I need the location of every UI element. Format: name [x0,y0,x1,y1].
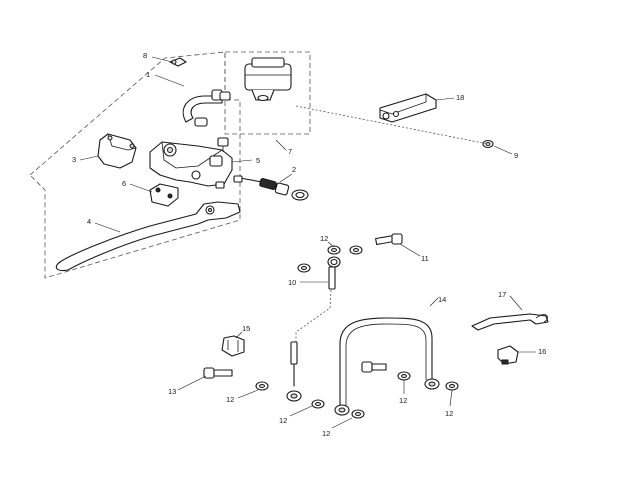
callout-12c: 12 [279,416,287,425]
washer-12-top-right [349,245,363,255]
callout-8: 8 [143,51,147,60]
alignment-line-a [295,105,489,145]
callout-3: 3 [72,155,76,164]
bolt-13 [203,367,233,379]
callout-14: 14 [438,295,446,304]
mount-bracket-18 [379,93,437,123]
bolt-8 [169,57,187,67]
bolt-middle [361,361,387,373]
master-cylinder-body [149,137,233,187]
callout-1: 1 [146,70,150,79]
washer-12-lower-mid [311,399,325,409]
piston-assembly [215,175,309,201]
leader-8 [151,56,173,63]
brake-lever [55,201,241,272]
callout-15: 15 [242,324,250,333]
leader-5 [231,159,253,163]
leader-3 [79,155,99,161]
callout-5: 5 [256,156,260,165]
leader-7 [275,139,287,151]
handlebar-clamp [97,133,137,169]
washer-12-side [297,263,311,273]
brake-line-10 [327,256,341,290]
callout-6: 6 [122,179,126,188]
leader-1 [154,74,185,87]
washer-12-right [445,381,459,391]
washer-12-bottom [351,409,365,419]
clip-16 [497,345,519,365]
nut-9 [482,139,494,149]
leader-12d [331,417,353,429]
callout-17: 17 [498,290,506,299]
bolt-11 [375,233,403,246]
leader-9 [493,145,513,155]
callout-18: 18 [456,93,464,102]
assembly-boundary [29,51,241,279]
leader-14 [429,297,439,307]
callout-7: 7 [288,147,292,156]
callout-12f: 12 [445,409,453,418]
callout-4: 4 [87,217,91,226]
callout-12e: 12 [399,396,407,405]
callout-2: 2 [292,165,296,174]
callout-9: 9 [514,151,518,160]
callout-12d: 12 [322,429,330,438]
alignment-line-b [295,289,332,342]
leader-12a [327,241,335,248]
leader-13 [177,375,207,391]
leader-4 [94,222,121,233]
washer-12-lower-left [255,381,269,391]
callout-10: 10 [288,278,296,287]
leader-2 [279,173,293,183]
brake-line-14 [334,317,440,416]
leader-12b [237,389,259,399]
leader-12c [289,405,313,417]
callout-12a: 12 [320,234,328,243]
callout-13: 13 [168,387,176,396]
washer-12-center [397,371,411,381]
leader-12f [449,389,453,407]
washer-12-top-left [327,245,341,255]
clip-15 [221,335,245,357]
bracket-6 [149,183,179,207]
spring-17 [471,313,549,331]
leader-11 [399,243,421,257]
leader-18 [435,97,455,101]
fluid-reservoir [244,57,292,102]
callout-11: 11 [421,254,429,263]
reservoir-hose [182,89,231,127]
leader-17 [509,295,523,311]
leader-6 [129,183,153,193]
callout-16: 16 [538,347,546,356]
leader-15 [235,331,243,339]
callout-12b: 12 [226,395,234,404]
brake-line-lower [286,341,302,402]
